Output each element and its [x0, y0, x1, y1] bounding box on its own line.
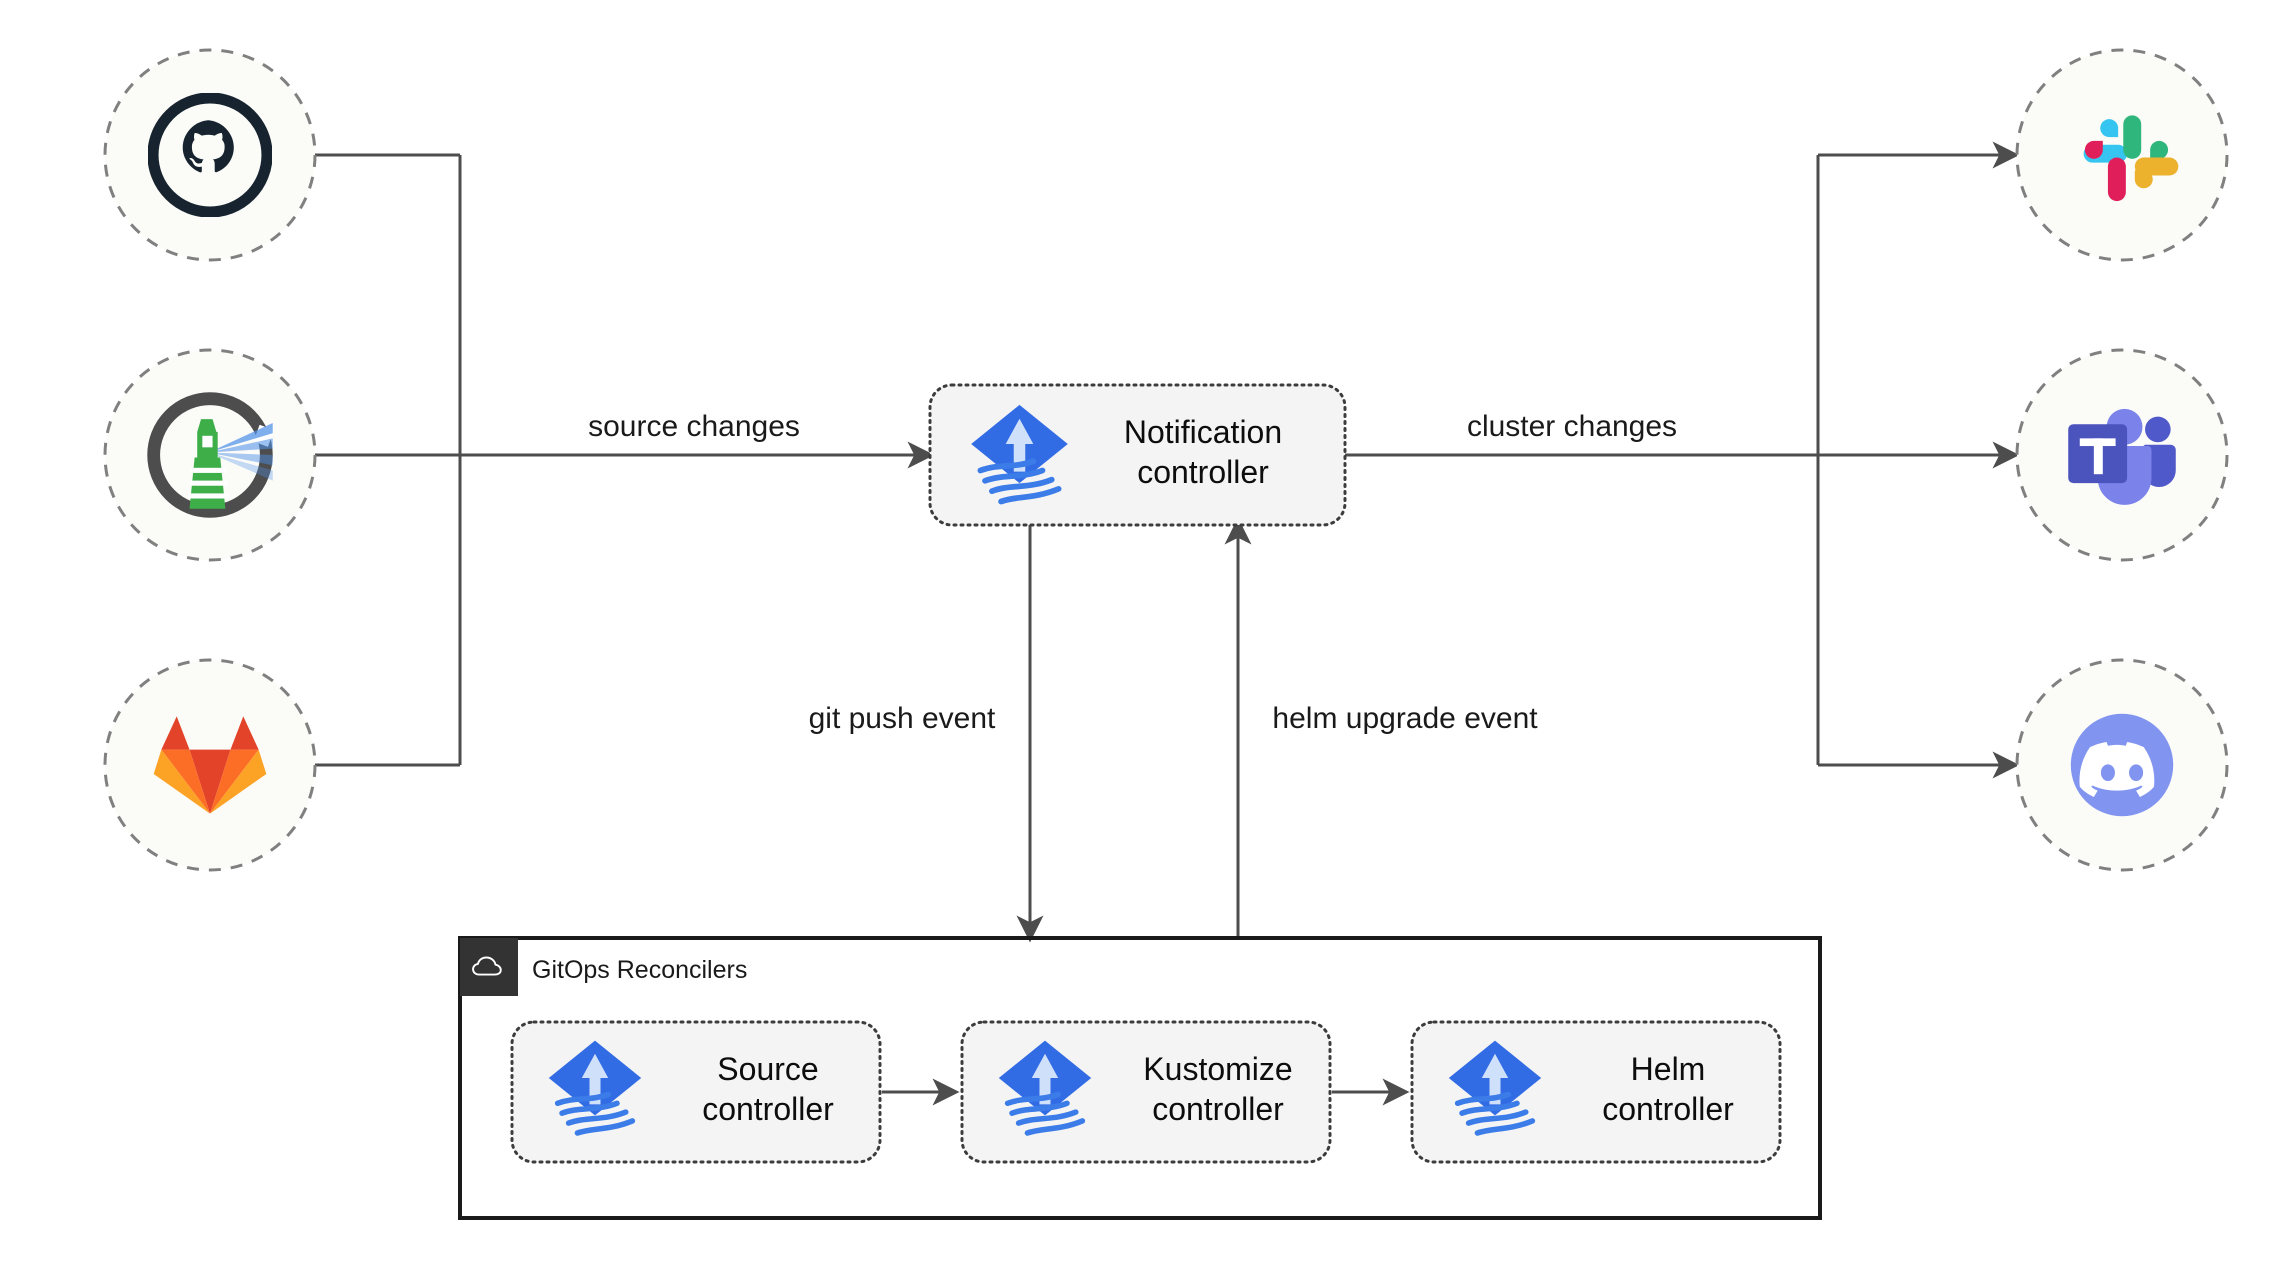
source-controller-node[interactable]: Source controller	[510, 1020, 882, 1164]
gitops-reconcilers-title: GitOps Reconcilers	[532, 956, 747, 984]
source-node-flux[interactable]	[103, 348, 317, 562]
notification-controller-label-line2: controller	[1137, 454, 1269, 490]
destination-node-teams[interactable]	[2015, 348, 2229, 562]
notification-controller-label-line1: Notification	[1124, 414, 1282, 450]
helm-controller-label-line2: controller	[1602, 1091, 1734, 1127]
edge-label-git-push-event: git push event	[809, 702, 996, 735]
source-node-circle	[103, 48, 317, 262]
notification-controller-node[interactable]: Notification controller	[928, 383, 1347, 527]
source-controller-label-line1: Source	[717, 1051, 818, 1087]
kustomize-controller-node[interactable]: Kustomize controller	[960, 1020, 1332, 1164]
destination-node-slack[interactable]	[2015, 48, 2229, 262]
destination-node-discord[interactable]	[2015, 658, 2229, 872]
gitops-reconcilers-group: GitOps Reconcilers Source controller Kus…	[458, 936, 1822, 1220]
source-controller-label-line2: controller	[702, 1091, 834, 1127]
edge-label-source-changes: source changes	[588, 410, 800, 443]
helm-controller-node[interactable]: Helm controller	[1410, 1020, 1782, 1164]
kustomize-controller-label-line1: Kustomize	[1143, 1051, 1292, 1087]
source-node-gitlab[interactable]	[103, 658, 317, 872]
connector-layer	[215, 141, 2020, 943]
gitops-reconcilers-tab	[460, 938, 518, 996]
edge-label-helm-upgrade-event: helm upgrade event	[1272, 702, 1538, 735]
helm-controller-label-line1: Helm	[1631, 1051, 1706, 1087]
gitops-reconcilers-border	[458, 936, 1822, 1220]
source-node-github[interactable]	[103, 48, 317, 262]
edge-label-cluster-changes: cluster changes	[1467, 410, 1677, 443]
kustomize-controller-label-line2: controller	[1152, 1091, 1284, 1127]
discord-icon	[2070, 713, 2174, 817]
